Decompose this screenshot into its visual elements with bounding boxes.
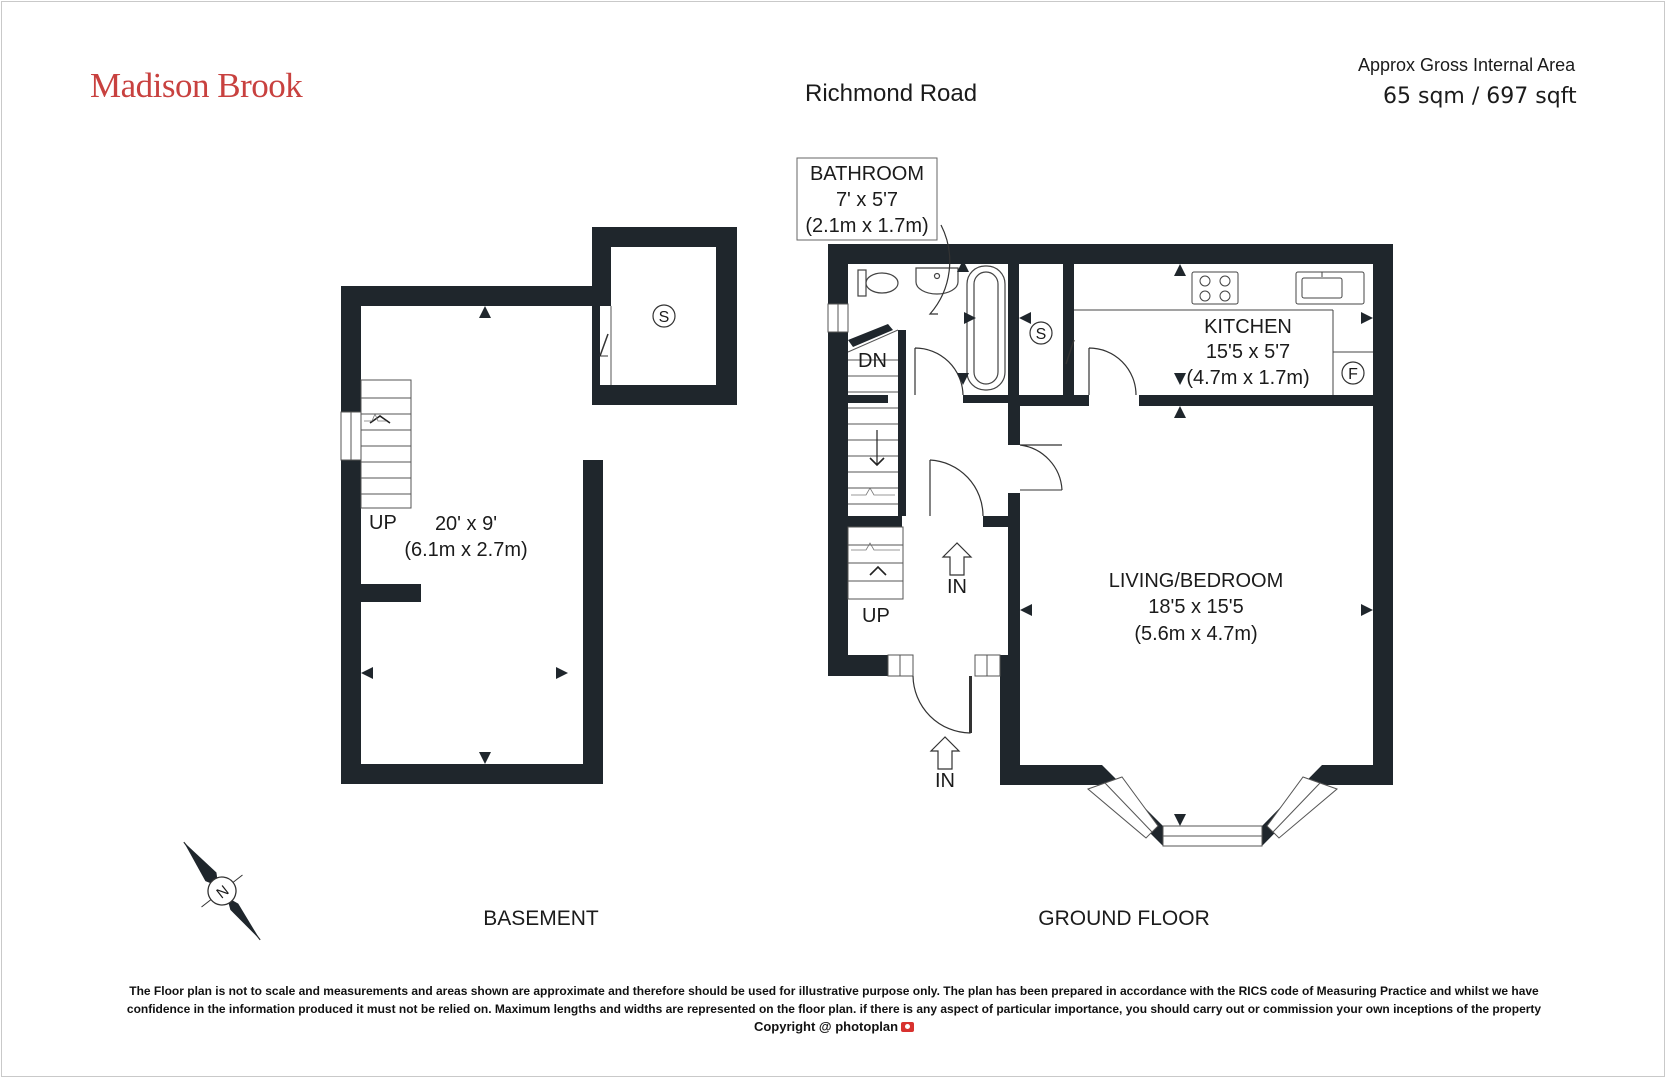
- dimension-arrow: [479, 306, 491, 318]
- store-partition: [1063, 264, 1074, 395]
- basement-room-metric: (6.1m x 2.7m): [404, 539, 527, 561]
- basement-room-size: 20' x 9': [435, 513, 497, 535]
- store-door: [599, 333, 609, 357]
- stairs-down: [847, 329, 899, 505]
- basement-floor-label: BASEMENT: [483, 907, 599, 930]
- bathroom-label-box: [796, 157, 938, 241]
- bathroom-name: BATHROOM: [810, 163, 924, 185]
- dimension-arrows: [957, 260, 1373, 826]
- kitchen-size: 15'5 x 5'7: [1206, 341, 1290, 363]
- store-cupboard-door: [1065, 339, 1075, 365]
- living-area: [1020, 406, 1373, 765]
- bathroom-metric: (2.1m x 1.7m): [805, 215, 928, 237]
- store-symbol-icon: [1029, 321, 1053, 345]
- hall-living-wall: [1008, 525, 1020, 665]
- store-symbol-icon: [652, 304, 676, 328]
- dimension-arrow: [479, 752, 491, 764]
- front-door: [912, 675, 971, 734]
- bay-window: [1087, 776, 1338, 847]
- entry-arrow-icon: [929, 542, 973, 770]
- entry-label-outer: IN: [935, 770, 955, 792]
- stair-down-label: DN: [858, 350, 887, 372]
- entrance-hall: [848, 525, 1008, 655]
- kitchen-door: [1088, 347, 1137, 396]
- copyright-brand: photoplan: [835, 1019, 899, 1034]
- kitchen-living-wall: [1140, 395, 1373, 406]
- entry-label-inner: IN: [947, 576, 967, 598]
- copyright: Copyright @ photoplan: [0, 1019, 1668, 1034]
- property-title: Richmond Road: [805, 80, 978, 107]
- living-metric: (5.6m x 4.7m): [1134, 623, 1257, 645]
- ground-floor-label: GROUND FLOOR: [1038, 907, 1210, 930]
- ground-store-symbol: S: [1036, 326, 1047, 343]
- basement-store-symbol: S: [659, 309, 670, 326]
- stairs-up: [847, 526, 904, 600]
- bathroom-door: [914, 347, 964, 396]
- bathroom-door-swing: [928, 224, 951, 315]
- toilet-cistern: [857, 269, 867, 297]
- stair-up-label: UP: [862, 605, 890, 627]
- disclaimer: The Floor plan is not to scale and measu…: [70, 982, 1598, 1018]
- kitchen-metric: (4.7m x 1.7m): [1186, 367, 1309, 389]
- basement-stairs: [360, 379, 412, 509]
- bath-partition: [1008, 264, 1019, 395]
- fridge-symbol: F: [1348, 366, 1358, 383]
- sink-icon: [1295, 271, 1365, 305]
- hob-icon: [1191, 271, 1239, 305]
- bathroom-size: 7' x 5'7: [836, 189, 898, 211]
- living-name: LIVING/BEDROOM: [1109, 570, 1283, 592]
- copyright-prefix: Copyright @: [753, 1019, 832, 1034]
- hall-door: [929, 459, 984, 517]
- dimension-arrow: [361, 667, 373, 679]
- living-door: [1019, 444, 1063, 491]
- basin-icon: [915, 267, 959, 295]
- brand-logo: Madison Brook: [90, 66, 303, 105]
- bathroom-fixtures: [857, 265, 1006, 391]
- living-size: 18'5 x 15'5: [1148, 596, 1244, 618]
- kitchen-units: [1074, 271, 1373, 395]
- stair-side-wall: [898, 330, 906, 516]
- basement-plan: S UP 20' x 9' (6.1m x 2.7m) BASEMENT: [340, 227, 737, 930]
- gross-area-value: 65 sqm / 697 sqft: [1383, 84, 1577, 109]
- toilet-icon: [865, 272, 899, 294]
- camera-icon: [901, 1022, 915, 1032]
- dimension-arrow: [556, 667, 568, 679]
- ground-floor-plan: S F BATHROOM 7' x 5'7 (2.1m x 1.7m) KITC…: [796, 157, 1393, 930]
- gross-area-label: Approx Gross Internal Area: [1358, 55, 1576, 75]
- kitchen-name: KITCHEN: [1204, 316, 1292, 338]
- disclaimer-line: confidence in the information produced i…: [126, 1002, 1542, 1016]
- compass-icon: N: [183, 841, 261, 941]
- basement-stair-label: UP: [369, 512, 397, 534]
- fridge-symbol-icon: [1341, 361, 1365, 385]
- basement-partition: [361, 584, 421, 602]
- disclaimer-line: The Floor plan is not to scale and measu…: [129, 984, 1539, 998]
